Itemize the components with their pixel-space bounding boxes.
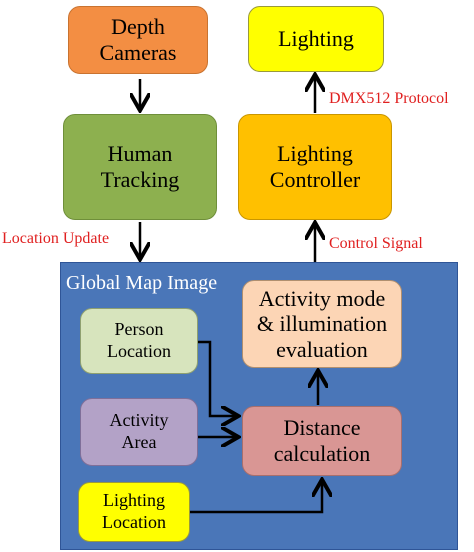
activity-mode-node: Activity mode & illumination evaluation <box>242 280 402 368</box>
lighting-controller-node: Lighting Controller <box>238 114 392 220</box>
lighting-node: Lighting <box>248 6 384 72</box>
location-update-label: Location Update <box>2 230 110 247</box>
dmx512-protocol-label: DMX512 Protocol <box>329 90 449 107</box>
person-location-node: Person Location <box>80 308 198 374</box>
control-signal-label: Control Signal <box>329 235 423 252</box>
depth-cameras-node: Depth Cameras <box>68 6 208 74</box>
activity-area-node: Activity Area <box>80 398 198 466</box>
global-map-title: Global Map Image <box>66 272 218 294</box>
lighting-location-node: Lighting Location <box>78 482 190 542</box>
distance-calculation-node: Distance calculation <box>242 406 402 476</box>
human-tracking-node: Human Tracking <box>63 114 217 220</box>
